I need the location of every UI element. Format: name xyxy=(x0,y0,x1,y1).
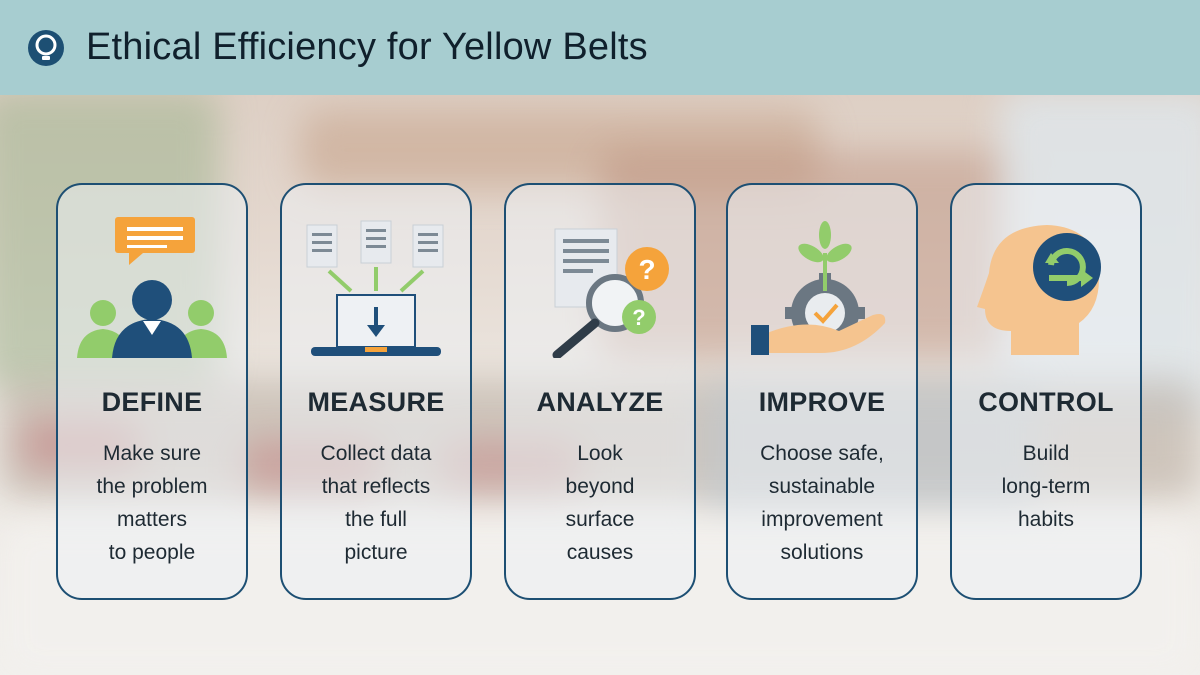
step-label: ANALYZE xyxy=(536,387,664,417)
hand-gear-plant-icon xyxy=(751,221,886,355)
step-card-improve: IMPROVE Choose safe, sustainable improve… xyxy=(726,183,918,600)
step-description: Make sure the problem matters to people xyxy=(96,442,208,564)
icon-area xyxy=(728,185,916,385)
step-card-measure: MEASURE Collect data that reflects the f… xyxy=(280,183,472,600)
step-label: MEASURE xyxy=(307,387,445,417)
step-description: Look beyond surface causes xyxy=(565,442,635,564)
step-description: Choose safe, sustainable improvement sol… xyxy=(760,442,884,564)
icon-area xyxy=(58,185,246,385)
icon-area xyxy=(952,185,1140,385)
lightbulb-ring-icon xyxy=(28,29,64,66)
documents-laptop-icon xyxy=(306,220,444,356)
step-description: Build long-term habits xyxy=(1001,442,1091,531)
step-label: CONTROL xyxy=(978,387,1114,417)
step-label: IMPROVE xyxy=(758,387,886,417)
svg-text:?: ? xyxy=(638,254,655,285)
people-speech-icon xyxy=(77,217,227,358)
page-title: Ethical Efficiency for Yellow Belts xyxy=(86,26,648,68)
magnifier-questions-icon: ? ? xyxy=(552,228,669,358)
head-cycle-icon xyxy=(977,225,1101,355)
icon-area xyxy=(282,185,470,385)
step-card-analyze: ? ? ANALYZE Look beyond surface causes xyxy=(504,183,696,600)
step-card-control: CONTROL Build long-term habits xyxy=(950,183,1142,600)
step-card-define: DEFINE Make sure the problem matters to … xyxy=(56,183,248,600)
step-label: DEFINE xyxy=(101,387,203,417)
header-bar: Ethical Efficiency for Yellow Belts xyxy=(0,0,1200,95)
step-description: Collect data that reflects the full pict… xyxy=(320,442,432,564)
icon-area: ? ? xyxy=(506,185,694,385)
svg-text:?: ? xyxy=(632,305,645,330)
